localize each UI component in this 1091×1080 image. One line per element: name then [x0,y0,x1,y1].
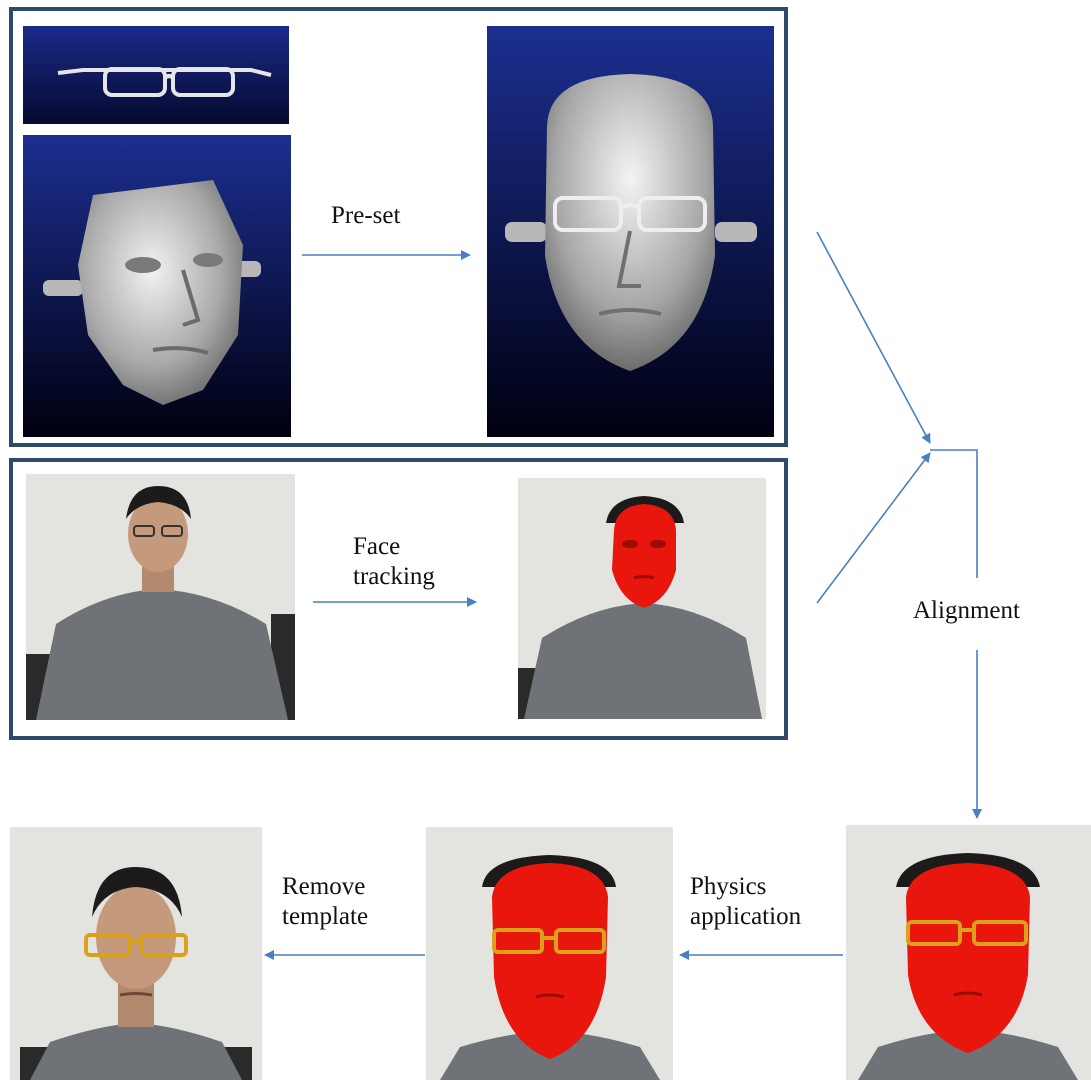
glasses-icon [906,920,1028,946]
face-tracking-label-line2: tracking [353,563,435,590]
arrow-bottom-to-alignment [816,452,931,604]
preset-group-frame [9,7,788,447]
result-photo-with-glasses [10,827,262,1080]
glasses-icon [57,67,272,97]
glasses-model-render [23,26,289,124]
alignment-label: Alignment [913,597,1020,624]
ear-cylinder-left [43,280,83,296]
remove-template-label-line1: Remove [282,873,366,900]
arrow-top-to-alignment [816,231,931,444]
remove-template-label: Remove template [282,872,368,932]
face-model-render-tilted [23,135,291,437]
ear-cylinder-left [505,222,547,242]
face-model-render-with-glasses [487,26,774,437]
person-photo-input [26,474,295,720]
face-tracking-label: Face tracking [353,532,435,592]
person-photo-tracked [518,478,766,719]
physics-application-label-line1: Physics [690,873,767,900]
glasses-icon [553,196,707,232]
ear-cylinder-right [715,222,757,242]
tracking-group-frame [9,458,788,740]
physics-application-label: Physics application [690,872,801,932]
physics-applied-photo [426,827,673,1080]
face-tracking-label-line1: Face [353,533,401,560]
glasses-icon [84,933,188,957]
physics-application-label-line2: application [690,903,802,930]
preset-label: Pre-set [331,202,401,229]
remove-template-label-line2: template [282,903,369,930]
glasses-icon [492,928,606,954]
aligned-template-photo [846,825,1091,1080]
alignment-bracket [930,449,978,578]
